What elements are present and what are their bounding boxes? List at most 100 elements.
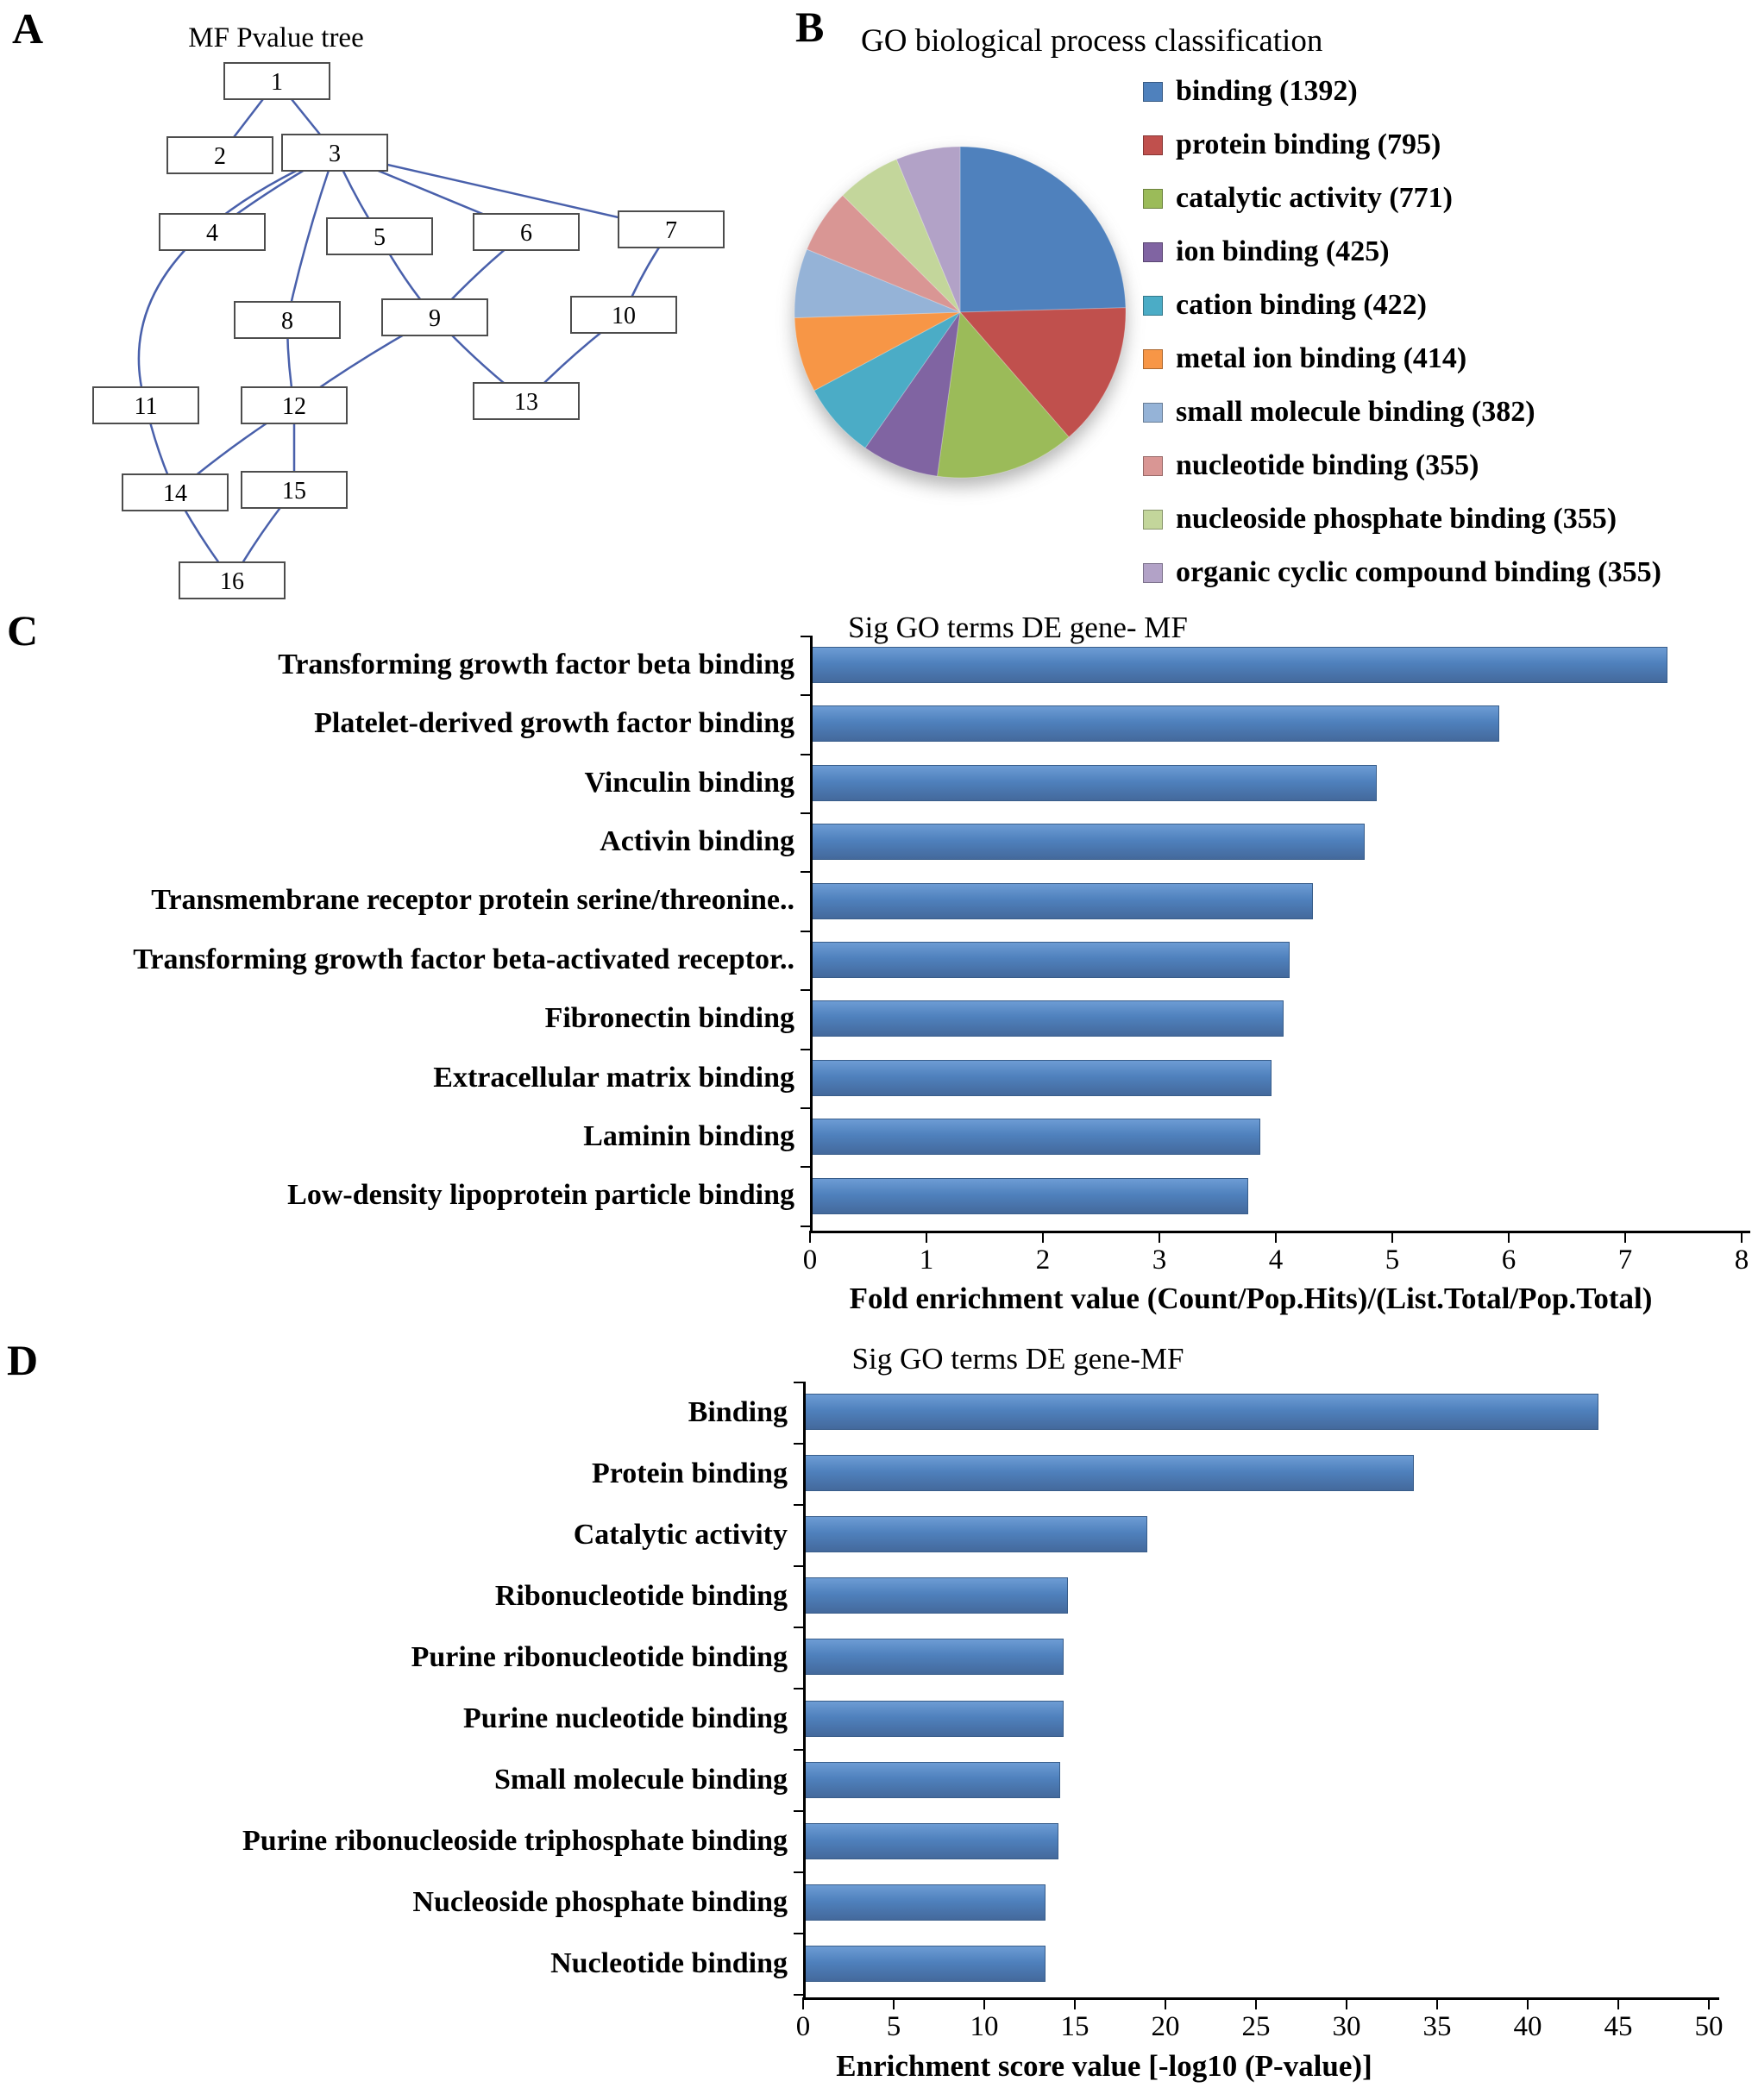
- d-y-axis-tick: [794, 1503, 803, 1506]
- d-x-axis-tick: [983, 1997, 985, 2009]
- legend-item-nucleoside-phosphate-binding: nucleoside phosphate binding (355): [1143, 492, 1661, 546]
- pie-legend: binding (1392)protein binding (795)catal…: [1143, 65, 1661, 599]
- c-x-axis-tick: [1391, 1231, 1393, 1243]
- d-x-tick-label: 10: [970, 2011, 999, 2042]
- d-x-tick-label: 5: [886, 2011, 901, 2042]
- legend-item-catalytic-activity: catalytic activity (771): [1143, 172, 1661, 225]
- tree-node-9: 9: [381, 298, 488, 336]
- c-x-axis-tick: [926, 1231, 927, 1243]
- pie-slice-metal-ion-binding: [794, 311, 961, 392]
- tree-node-13: 13: [473, 382, 580, 420]
- d-bar-ribonucleotide-binding: [805, 1577, 1068, 1614]
- legend-item-nucleotide-binding: nucleotide binding (355): [1143, 439, 1661, 492]
- c-category-transforming-growth-factor-beta-binding: Transforming growth factor beta binding: [278, 648, 794, 680]
- d-y-axis-tick: [794, 1442, 803, 1445]
- c-category-platelet-derived-growth-factor-binding: Platelet-derived growth factor binding: [314, 707, 794, 740]
- tree-node-number: 12: [282, 393, 306, 420]
- c-y-axis-tick: [801, 989, 810, 992]
- chart-d-xaxis-label: Enrichment score value [-log10 (P-value)…: [836, 2049, 1372, 2083]
- legend-label: catalytic activity (771): [1176, 182, 1453, 214]
- pie-slice-binding: [959, 146, 1127, 313]
- c-y-axis-tick: [801, 1107, 810, 1109]
- legend-swatch: [1143, 348, 1163, 369]
- legend-swatch: [1143, 509, 1163, 530]
- d-x-tick-label: 25: [1241, 2011, 1271, 2042]
- tree-node-box: [159, 213, 266, 251]
- go-classification-pie-chart: [794, 146, 1127, 479]
- d-x-axis-tick: [1617, 1997, 1619, 2009]
- tree-node-3: 3: [281, 134, 388, 172]
- legend-label: binding (1392): [1176, 75, 1358, 107]
- tree-node-number: 1: [271, 69, 283, 96]
- tree-node-15: 15: [241, 471, 348, 509]
- legend-item-metal-ion-binding: metal ion binding (414): [1143, 332, 1661, 386]
- c-y-axis-tick: [801, 694, 810, 697]
- d-category-nucleoside-phosphate-binding: Nucleoside phosphate binding: [412, 1886, 788, 1919]
- pie-slice-protein-binding: [958, 307, 1127, 438]
- tree-node-number: 2: [214, 143, 226, 170]
- c-bar-vinculin-binding: [812, 764, 1377, 801]
- d-category-small-molecule-binding: Small molecule binding: [493, 1764, 788, 1796]
- c-y-axis-tick: [801, 871, 810, 874]
- tree-node-number: 10: [612, 303, 636, 329]
- c-y-axis-tick: [801, 753, 810, 755]
- c-y-axis-tick: [801, 635, 810, 637]
- tree-node-box: [326, 217, 433, 255]
- tree-node-box: [570, 296, 677, 334]
- tree-node-box: [618, 210, 725, 248]
- legend-item-small-molecule-binding: small molecule binding (382): [1143, 386, 1661, 439]
- tree-node-number: 13: [514, 389, 538, 416]
- tree-node-16: 16: [179, 561, 286, 599]
- c-x-tick-label: 1: [919, 1244, 934, 1276]
- d-x-axis-tick: [1436, 1997, 1438, 2009]
- d-x-tick-label: 35: [1422, 2011, 1452, 2042]
- tree-edge-3-11: [137, 151, 336, 406]
- tree-node-box: [281, 134, 388, 172]
- tree-node-number: 14: [163, 480, 187, 507]
- legend-label: nucleotide binding (355): [1176, 449, 1479, 481]
- c-bar-fibronectin-binding: [812, 1000, 1284, 1037]
- tree-node-box: [166, 136, 273, 174]
- tree-node-box: [241, 386, 348, 424]
- d-y-axis-tick: [794, 1994, 803, 1997]
- legend-label: small molecule binding (382): [1176, 396, 1535, 428]
- legend-label: organic cyclic compound binding (355): [1176, 556, 1661, 588]
- d-y-axis: [803, 1381, 806, 2000]
- c-y-axis: [810, 635, 813, 1233]
- d-category-binding: Binding: [688, 1395, 788, 1428]
- legend-swatch: [1143, 295, 1163, 316]
- d-bar-purine-ribonucleoside-triphosphate-bindi: [805, 1822, 1058, 1859]
- panel-c-label: C: [7, 606, 39, 655]
- tree-node-number: 15: [282, 478, 306, 505]
- d-x-axis: [803, 1997, 1719, 2000]
- legend-item-cation-binding: cation binding (422): [1143, 279, 1661, 332]
- c-category-activin-binding: Activin binding: [600, 825, 794, 857]
- c-bar-transforming-growth-factor-beta-activate: [812, 942, 1290, 978]
- d-x-axis-tick: [1346, 1997, 1347, 2009]
- tree-node-box: [381, 298, 488, 336]
- c-y-axis-tick: [801, 930, 810, 932]
- legend-swatch: [1143, 188, 1163, 209]
- tree-node-box: [241, 471, 348, 509]
- legend-swatch: [1143, 81, 1163, 102]
- c-category-transmembrane-receptor-protein-serine-th: Transmembrane receptor protein serine/th…: [151, 884, 794, 917]
- d-bar-nucleotide-binding: [805, 1945, 1046, 1982]
- tree-node-number: 5: [374, 224, 386, 251]
- d-x-tick-label: 20: [1151, 2011, 1180, 2042]
- d-x-tick-label: 50: [1694, 2011, 1724, 2042]
- d-y-axis-tick: [794, 1749, 803, 1751]
- tree-node-box: [92, 386, 199, 424]
- pie-slice-cation-binding: [813, 311, 961, 449]
- legend-item-binding: binding (1392): [1143, 65, 1661, 118]
- d-x-tick-label: 15: [1060, 2011, 1090, 2042]
- legend-label: metal ion binding (414): [1176, 342, 1467, 374]
- tree-edge-3-8: [286, 152, 336, 321]
- pie-chart-title: GO biological process classification: [861, 23, 1323, 59]
- c-x-axis-tick: [1159, 1231, 1160, 1243]
- c-x-axis-tick: [1508, 1231, 1510, 1243]
- d-y-axis-tick: [794, 1933, 803, 1935]
- c-x-axis-tick: [1624, 1231, 1626, 1243]
- d-x-axis-tick: [893, 1997, 895, 2009]
- c-bar-extracellular-matrix-binding: [812, 1059, 1272, 1096]
- d-x-tick-label: 0: [795, 2011, 811, 2042]
